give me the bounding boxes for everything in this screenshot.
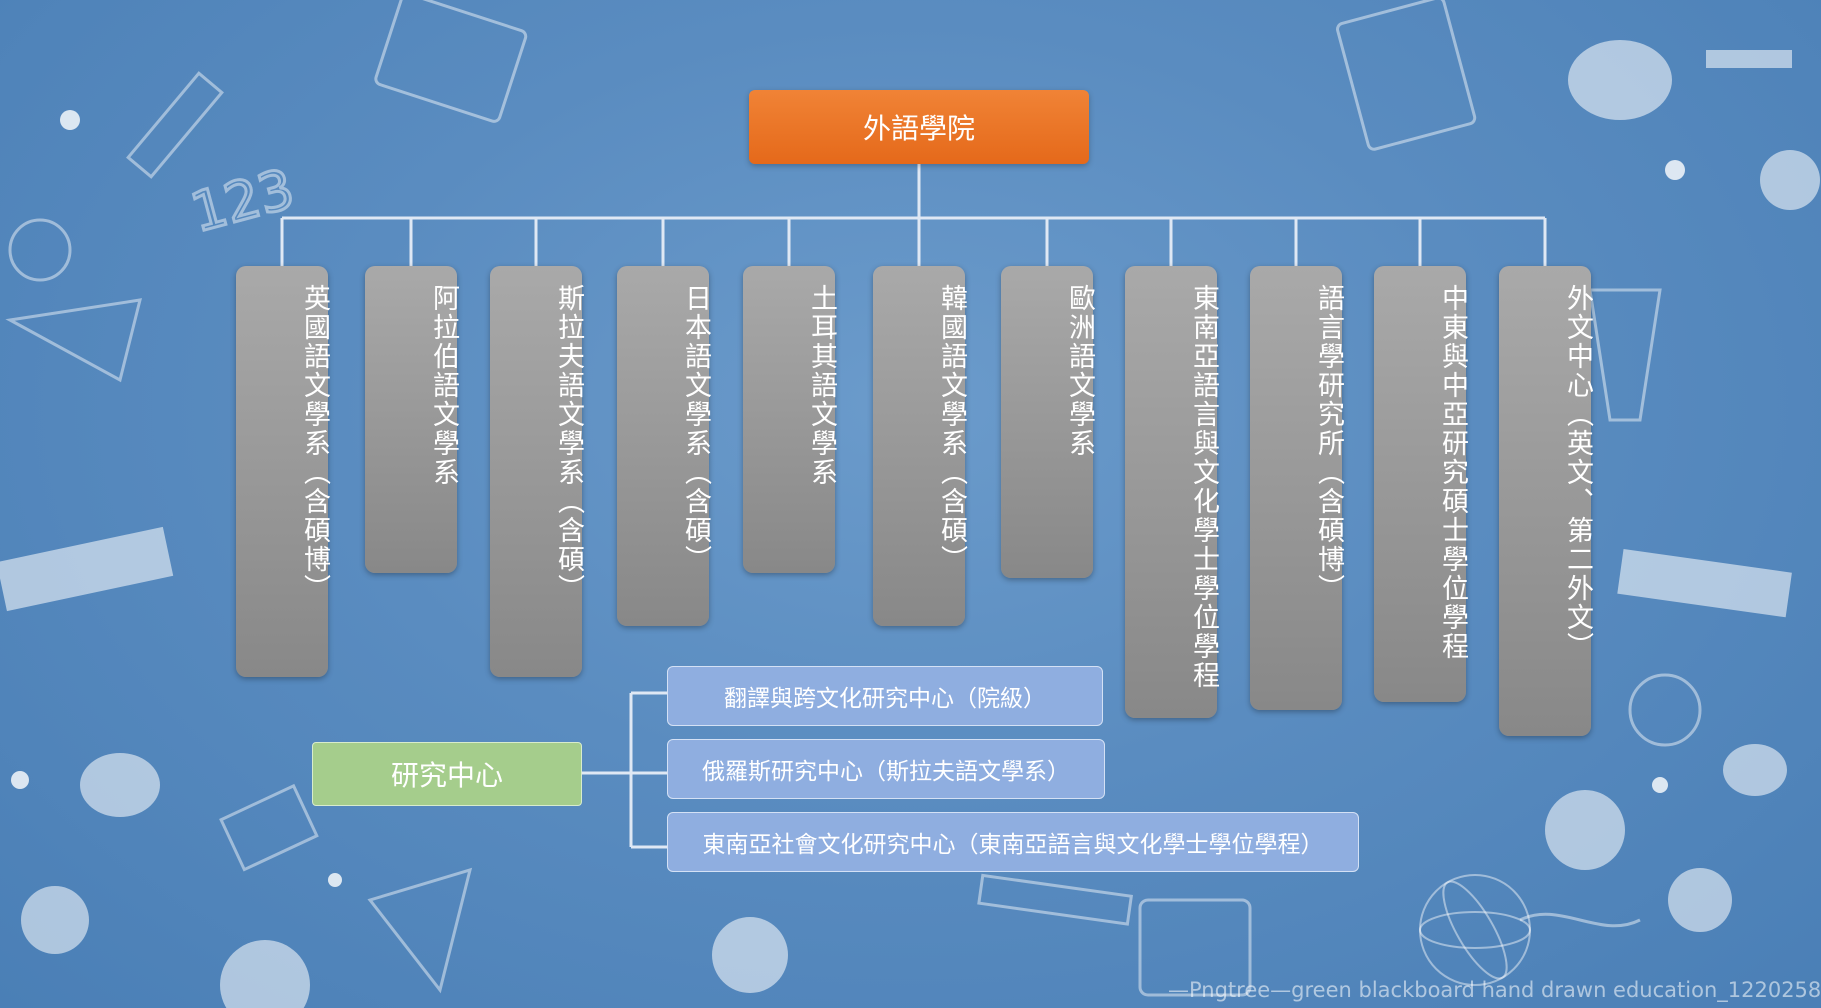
dept-label: 日本語文學系（含碩）: [680, 284, 711, 574]
dept-label: 斯拉夫語文學系（含碩）: [553, 284, 584, 603]
college-title: 外語學院: [862, 112, 975, 145]
dept-label: 語言學研究所（含碩博）: [1313, 284, 1344, 603]
dept-node-european: 歐洲語文學系: [1001, 266, 1095, 578]
dept-node-japanese: 日本語文學系（含碩）: [617, 266, 711, 626]
center-node-russia: 俄羅斯研究中心（斯拉夫語文學系）: [667, 739, 1105, 799]
dept-node-korean: 韓國語文學系（含碩）: [873, 266, 967, 626]
research-center-title: 研究中心: [390, 759, 503, 792]
dept-node-slavic: 斯拉夫語文學系（含碩）: [490, 266, 584, 677]
research-center-node: 研究中心: [312, 742, 582, 806]
dept-label: 英國語文學系（含碩博）: [299, 284, 330, 603]
dept-label: 土耳其語文學系: [806, 284, 837, 487]
dept-node-southeast-asian: 東南亞語言與文化學士學位學程: [1125, 266, 1219, 718]
dept-label: 東南亞語言與文化學士學位學程: [1188, 284, 1219, 690]
watermark-text: —Pngtree—green blackboard hand drawn edu…: [1168, 978, 1821, 1002]
center-node-translation: 翻譯與跨文化研究中心（院級）: [667, 666, 1103, 726]
dept-label: 阿拉伯語文學系: [428, 284, 459, 487]
dept-node-language-center: 外文中心（英文、第二外文）: [1499, 266, 1593, 736]
college-root-node: 外語學院: [749, 90, 1089, 164]
dept-node-linguistics: 語言學研究所（含碩博）: [1250, 266, 1344, 710]
dept-node-english: 英國語文學系（含碩博）: [236, 266, 330, 677]
dept-label: 韓國語文學系（含碩）: [936, 284, 967, 574]
dept-node-turkish: 土耳其語文學系: [743, 266, 837, 573]
dept-label: 歐洲語文學系: [1064, 284, 1095, 458]
dept-node-middle-east: 中東與中亞研究碩士學位學程: [1374, 266, 1468, 702]
dept-label: 外文中心（英文、第二外文）: [1562, 284, 1593, 661]
center-node-southeast-asia: 東南亞社會文化研究中心（東南亞語言與文化學士學位學程）: [667, 812, 1359, 872]
dept-label: 中東與中亞研究碩士學位學程: [1437, 284, 1468, 661]
dept-node-arabic: 阿拉伯語文學系: [365, 266, 459, 573]
center-label: 翻譯與跨文化研究中心（院級）: [724, 686, 1046, 712]
center-label: 東南亞社會文化研究中心（東南亞語言與文化學士學位學程）: [702, 832, 1324, 858]
center-label: 俄羅斯研究中心（斯拉夫語文學系）: [702, 759, 1070, 785]
